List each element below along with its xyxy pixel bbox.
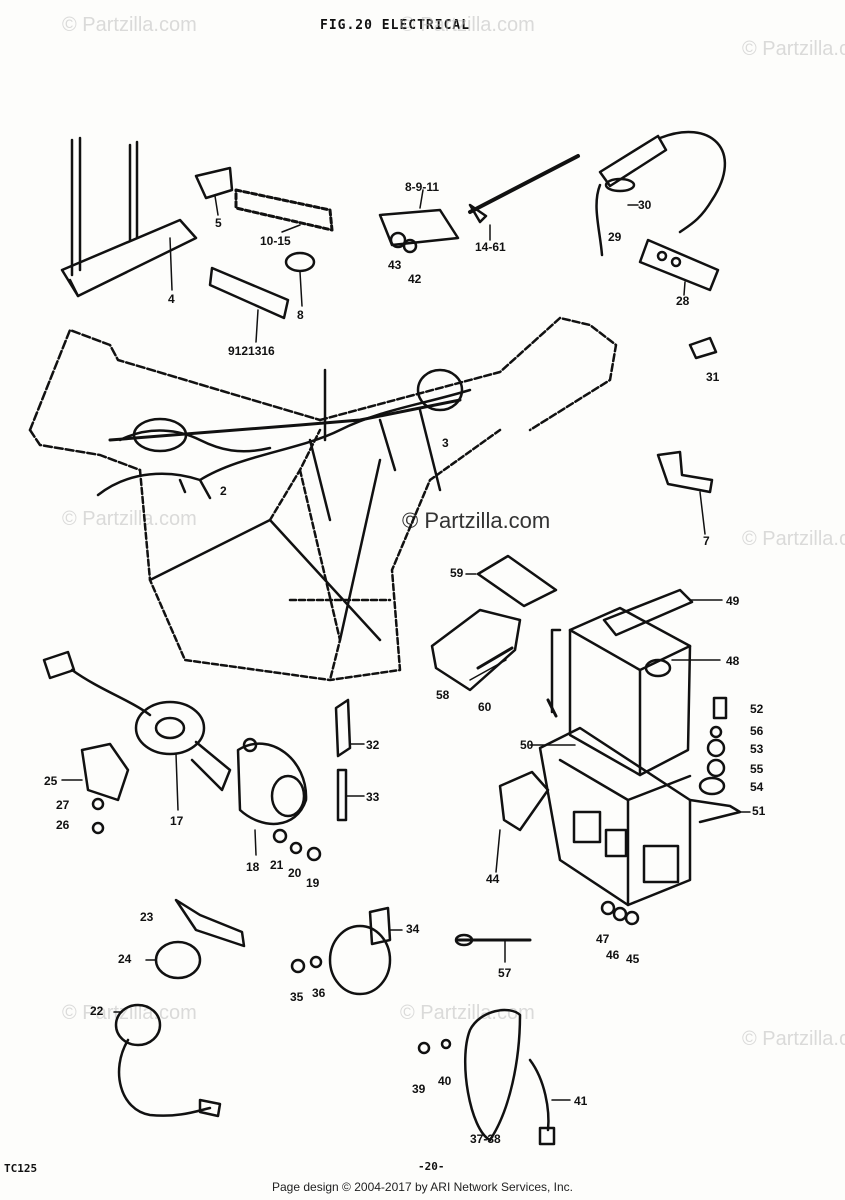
callout-label: 59 <box>450 566 464 580</box>
callout-label: 46 <box>606 948 620 962</box>
callout-label: 19 <box>306 876 320 890</box>
callout-label: 51 <box>752 804 766 818</box>
callout-label: 10-15 <box>260 234 291 248</box>
key-part <box>174 898 246 948</box>
callout-label: 4 <box>168 292 175 306</box>
callout-label: 8 <box>297 308 304 322</box>
grommet-part <box>234 188 334 232</box>
callout-label: 33 <box>366 790 380 804</box>
callout-label: 7 <box>703 534 710 548</box>
callout-label: 29 <box>608 230 622 244</box>
wiring-harness-part <box>96 368 472 522</box>
watermark: © Partzilla.com <box>62 508 197 530</box>
callout-label: 60 <box>478 700 492 714</box>
callout-label: 40 <box>438 1074 452 1088</box>
callout-label: 50 <box>520 738 534 752</box>
callout-label: 25 <box>44 774 58 788</box>
callout-label: 41 <box>574 1094 588 1108</box>
fuse-cap-part <box>688 336 718 360</box>
callout-label: 17 <box>170 814 184 828</box>
callout-label: 24 <box>118 952 132 966</box>
callout-label: 43 <box>388 258 402 272</box>
callout-label: 56 <box>750 724 764 738</box>
callout-label: 14-61 <box>475 240 506 254</box>
figure-title: FIG.20 ELECTRICAL <box>320 18 471 33</box>
strap-part <box>208 266 290 320</box>
callout-label: 53 <box>750 742 764 756</box>
connector-part <box>42 650 76 680</box>
cap-part <box>80 742 130 802</box>
battery-cover-part <box>430 608 522 692</box>
callout-label: 3 <box>442 436 449 450</box>
connector-part <box>598 134 668 188</box>
callout-label: 22 <box>90 1004 104 1018</box>
callout-label: 49 <box>726 594 740 608</box>
plug-cap-part <box>334 698 352 758</box>
callout-label: 45 <box>626 952 640 966</box>
watermark: © Partzilla.com <box>742 38 845 60</box>
model-code: TC125 <box>4 1162 38 1175</box>
callout-label: 34 <box>406 922 420 936</box>
callout-label: 27 <box>56 798 70 812</box>
callout-label: 20 <box>288 866 302 880</box>
callout-label: 55 <box>750 762 764 776</box>
callout-label: 47 <box>596 932 610 946</box>
watermark: © Partzilla.com <box>400 14 535 36</box>
watermark: © Partzilla.com <box>400 1002 535 1024</box>
callout-label: 42 <box>408 272 422 286</box>
ignition-switch-part <box>134 700 206 756</box>
callout-label: 8-9-11 <box>405 180 440 194</box>
grommet-part <box>154 940 202 980</box>
callout-label: 9121316 <box>228 344 275 358</box>
callout-label: 48 <box>726 654 740 668</box>
callout-label: 18 <box>246 860 260 874</box>
horn-part <box>328 924 392 996</box>
callout-label: 58 <box>436 688 450 702</box>
watermark: © Partzilla.com <box>62 14 197 36</box>
center-watermark: © Partzilla.com <box>402 508 551 533</box>
switch-part <box>638 238 720 292</box>
clamp-part <box>336 768 348 822</box>
battery-strap-part <box>476 554 558 608</box>
callout-label: 37-38 <box>470 1132 501 1146</box>
callout-label: 44 <box>486 872 500 886</box>
callout-label: 54 <box>750 780 764 794</box>
callout-label: 30 <box>638 198 652 212</box>
socket-part <box>114 1003 162 1047</box>
callout-label: 39 <box>412 1082 426 1096</box>
callout-label: 36 <box>312 986 326 1000</box>
battery-bracket-part <box>60 136 198 298</box>
bracket-part <box>378 208 460 247</box>
callout-label: 5 <box>215 216 222 230</box>
bolt-part <box>712 696 728 720</box>
cap-part <box>284 251 316 273</box>
horn-part <box>236 742 308 826</box>
callout-label: 23 <box>140 910 154 924</box>
watermark: © Partzilla.com <box>62 1002 197 1024</box>
callout-label: 21 <box>270 858 284 872</box>
watermark: © Partzilla.com <box>742 528 845 550</box>
battery-box-part <box>538 726 692 907</box>
clip-part <box>194 166 234 200</box>
callout-label: 32 <box>366 738 380 752</box>
callout-label: 35 <box>290 990 304 1004</box>
callout-label: 52 <box>750 702 764 716</box>
callout-label: 26 <box>56 818 70 832</box>
callout-label: 2 <box>220 484 227 498</box>
copyright-notice: Page design © 2004-2017 by ARI Network S… <box>272 1180 574 1194</box>
callout-label: 31 <box>706 370 720 384</box>
bracket-part <box>656 450 714 494</box>
callout-label: 57 <box>498 966 512 980</box>
page-number: -20- <box>418 1160 445 1173</box>
callout-label: 28 <box>676 294 690 308</box>
lamp-cover-part <box>464 1008 522 1142</box>
battery-strap-part <box>602 588 694 637</box>
battery-part <box>568 606 692 777</box>
frame-part <box>28 316 618 682</box>
relay-part <box>498 770 550 832</box>
watermark: © Partzilla.com <box>742 1028 845 1050</box>
